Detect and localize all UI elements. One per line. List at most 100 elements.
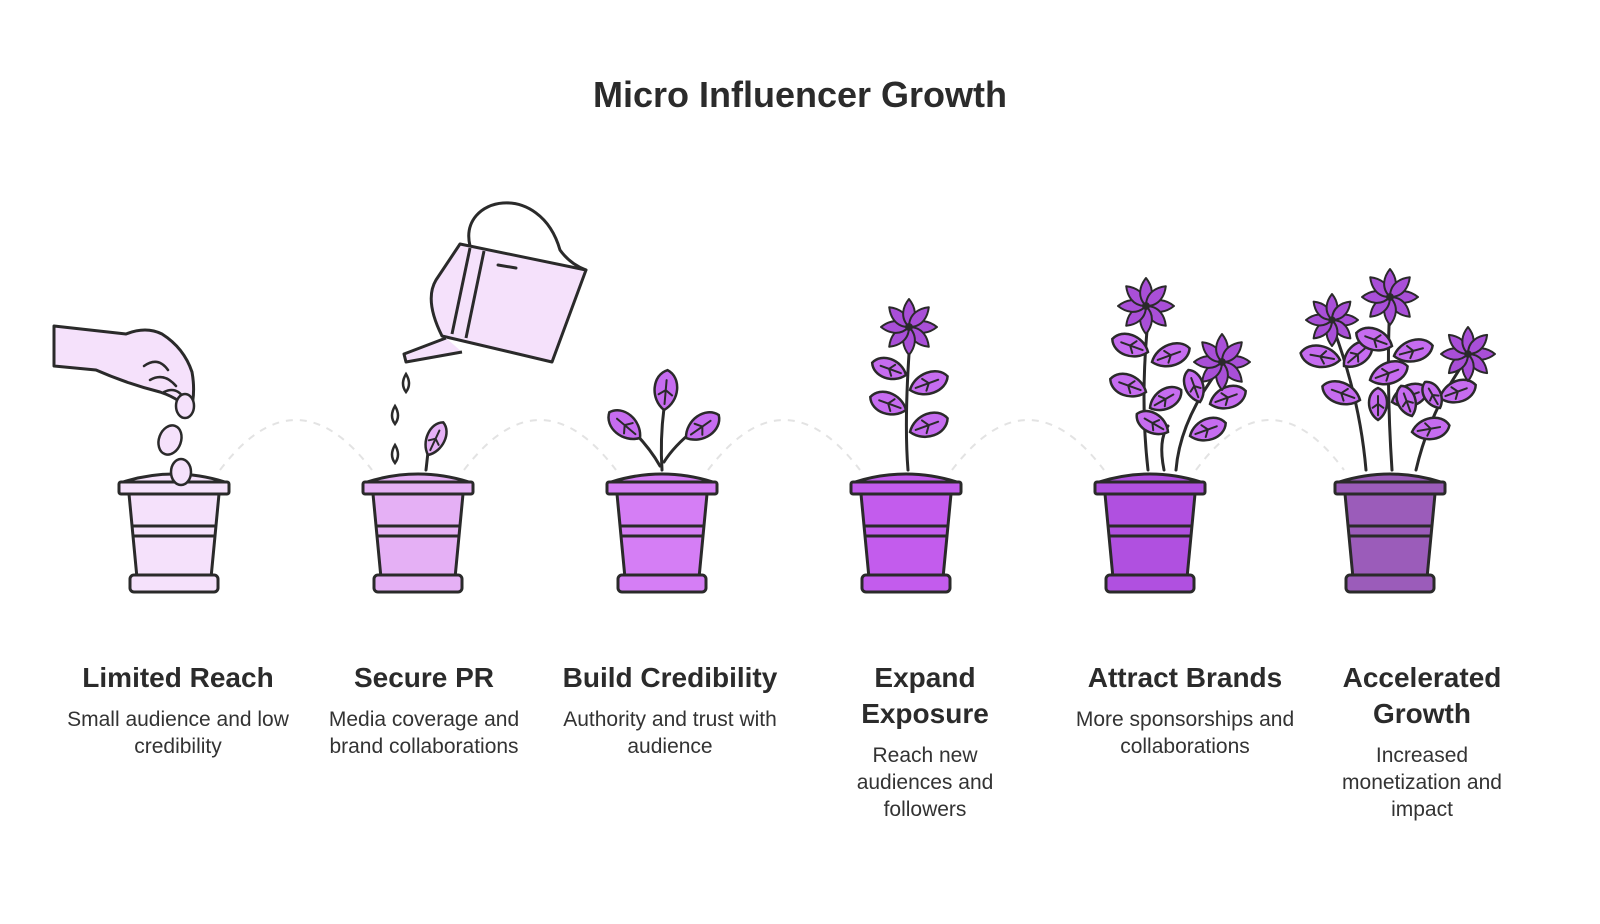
flower-center (905, 323, 913, 331)
seed-icon (169, 457, 193, 487)
leaf-icon (1321, 380, 1362, 406)
leaf-icon (1182, 368, 1205, 404)
stage-label-attract-brands: Attract Brands More sponsorships and col… (1060, 660, 1310, 760)
leaf-icon (653, 368, 679, 412)
stage-label-limited-reach: Limited Reach Small audience and low cre… (58, 660, 298, 760)
flower-petal (1467, 333, 1489, 355)
pot-rim (849, 480, 963, 496)
pot-saucer (372, 573, 464, 594)
soil-mound (365, 472, 471, 484)
leaf-vein (689, 419, 712, 436)
leaf-icon (1150, 342, 1191, 368)
flower-pot-icon (605, 472, 719, 594)
flower-icon (1361, 268, 1419, 326)
leaf-icon (1392, 338, 1434, 363)
connector-arc (463, 419, 617, 471)
connector-arc (951, 419, 1105, 471)
plant-stem (1142, 318, 1150, 472)
connector-arc (707, 419, 861, 471)
watering-can-spout (402, 336, 463, 364)
leaf-icon (1438, 378, 1477, 404)
leaf-icon (1148, 385, 1183, 412)
flower-center (1218, 358, 1226, 366)
stage-title: Build Credibility (562, 662, 778, 693)
pot-saucer (1104, 573, 1196, 594)
soil-mound (1097, 472, 1203, 484)
leaf-vein (878, 398, 902, 412)
leaf-vein (1120, 340, 1144, 354)
soil-mound (1337, 472, 1443, 484)
stage-description: More sponsorships and collaborations (1075, 708, 1295, 758)
leaf-icon (1188, 416, 1227, 442)
leaf-vein (1156, 349, 1182, 364)
stage-description: Reach new audiences and followers (856, 744, 994, 821)
leaf-icon (908, 411, 949, 438)
watering-can-stripe (450, 247, 486, 339)
connector-arc (219, 419, 373, 471)
hand-planting-seed-icon (52, 324, 231, 594)
stage-description: Media coverage and brand collaborations (328, 708, 520, 758)
flower-center (1328, 316, 1336, 324)
young-plant-icon (605, 368, 721, 594)
leaf-vein (1374, 367, 1400, 382)
leaf-icon (1299, 344, 1342, 369)
plant-stem (1414, 358, 1468, 472)
flower-icon (880, 298, 938, 356)
leaf-vein (879, 363, 902, 377)
flower-icon (1193, 333, 1251, 391)
leaf-icon (1355, 326, 1394, 352)
leaf-vein (657, 379, 674, 406)
water-drop-icon (390, 403, 400, 427)
soil-mound (609, 472, 715, 484)
pot-rim (1093, 480, 1207, 496)
stage-label-expand-exposure: Expand Exposure Reach new audiences and … (830, 660, 1020, 823)
stage-description: Increased monetization and impact (1342, 744, 1502, 821)
leaf-vein (1364, 334, 1388, 348)
seed-icon (174, 392, 196, 420)
leaf-vein (1371, 395, 1385, 417)
pot-saucer (616, 573, 708, 594)
stage-label-accelerated-growth: Accelerated Growth Increased monetizatio… (1322, 660, 1522, 823)
leaf-icon (908, 370, 949, 396)
leaf-vein (1427, 387, 1440, 406)
pot-rim (605, 480, 719, 496)
stage-artwork (52, 201, 1496, 594)
full-bloom-plant-icon (1299, 268, 1496, 594)
leaf-vein (1416, 422, 1442, 437)
leaf-icon (1421, 380, 1443, 410)
flower-center (1386, 293, 1394, 301)
flowering-plant-icon (849, 298, 963, 594)
leaf-icon (1111, 332, 1150, 358)
leaf-icon (869, 390, 908, 416)
multi-flower-plant-icon (1093, 277, 1251, 594)
leaf-vein (914, 419, 940, 435)
watering-can-body (429, 242, 588, 364)
leaf-vein (427, 429, 441, 452)
flower-center (1142, 302, 1150, 310)
leaf-icon (1135, 409, 1170, 436)
pot-rim (117, 480, 231, 496)
stage-label-secure-pr: Secure PR Media coverage and brand colla… (304, 660, 544, 760)
water-drop-icon (390, 442, 400, 466)
page-title: Micro Influencer Growth (592, 74, 1008, 115)
leaf-icon (424, 421, 448, 457)
plant-stem (904, 338, 912, 472)
leaf-vein (1444, 386, 1468, 400)
leaf-vein (1347, 347, 1366, 364)
stage-title: Secure PR (353, 662, 495, 693)
leaf-icon (607, 409, 642, 441)
leaf-icon (870, 356, 908, 381)
flower-center (1464, 350, 1472, 358)
seed-icon (157, 424, 183, 456)
leaf-vein (914, 377, 940, 392)
flower-petal (1221, 341, 1243, 363)
leaf-icon (1208, 384, 1247, 410)
leaf-vein (1309, 350, 1336, 365)
watering-can-handle (467, 201, 588, 272)
leaf-vein (1194, 424, 1218, 438)
pot-rim (1333, 480, 1447, 496)
stage-connectors (219, 419, 1345, 471)
pot-saucer (1344, 573, 1436, 594)
leaf-icon (1368, 360, 1409, 386)
pot-saucer (860, 573, 952, 594)
